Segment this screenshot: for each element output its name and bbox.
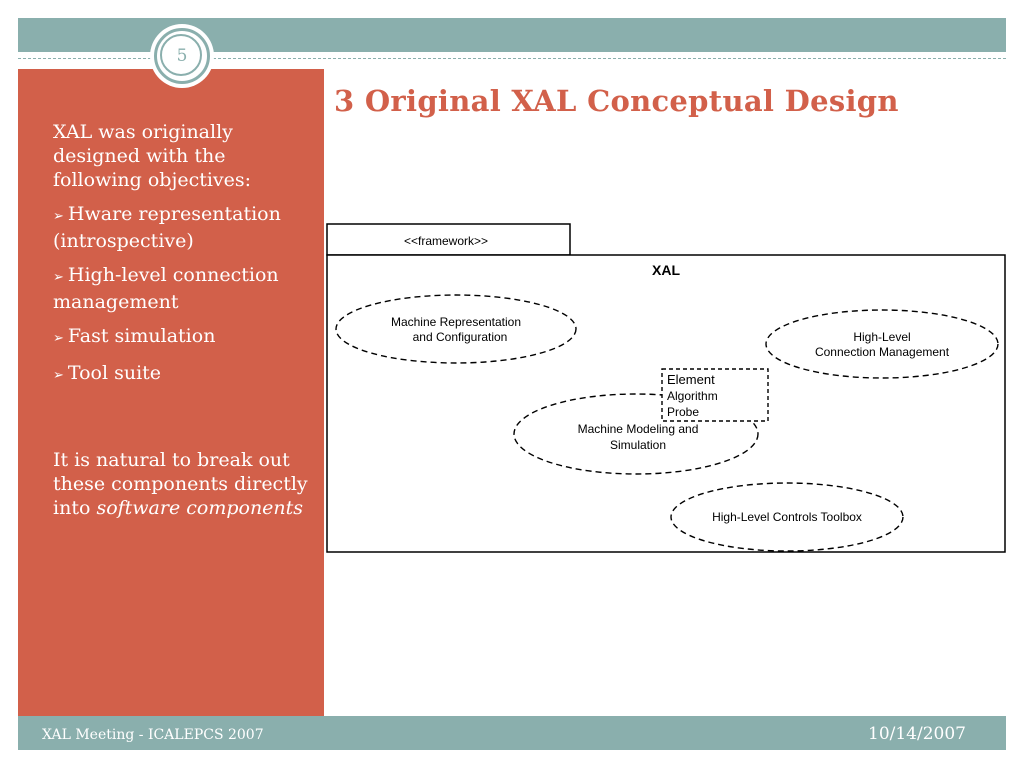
objective-item: ➢Fast simulation [53, 324, 315, 351]
machine-representation-component [335, 294, 577, 364]
objective-label: High-level connection management [53, 264, 279, 313]
framework-tab [326, 223, 571, 256]
sidebar-content: XAL was originally designed with the fol… [53, 120, 315, 520]
controls-toolbox-label: High-Level Controls Toolbox [712, 510, 862, 524]
objective-label: Hware representation (introspective) [53, 203, 281, 252]
element-box [661, 368, 769, 422]
slide-number-ring [160, 34, 202, 76]
element-box-item: Probe [667, 405, 699, 419]
objective-label: Fast simulation [67, 325, 216, 347]
top-dashed-divider [18, 58, 1006, 59]
controls-toolbox-component [670, 482, 904, 552]
element-box-title: Element [667, 372, 715, 387]
modeling-simulation-component [513, 393, 759, 475]
package-name: XAL [652, 262, 680, 278]
closing-emphasis: software components [96, 497, 304, 519]
arrow-bullet-icon: ➢ [53, 331, 64, 346]
arrow-bullet-icon: ➢ [53, 270, 64, 285]
objective-item: ➢Hware representation (introspective) [53, 202, 315, 253]
closing-text: It is natural to break out these compone… [53, 449, 308, 519]
machine-representation-label-2: and Configuration [413, 330, 508, 344]
connection-management-label-1: High-Level [853, 330, 910, 344]
machine-representation-label-1: Machine Representation [391, 315, 521, 329]
slide-number-badge: 5 [154, 28, 210, 84]
objective-item: ➢Tool suite [53, 361, 315, 388]
sidebar-intro: XAL was originally designed with the fol… [53, 121, 252, 191]
xal-package-diagram: <<framework>> XAL Machine Representation… [326, 223, 1006, 553]
slide-frame: 5 XAL was originally designed with the f… [18, 18, 1006, 750]
stereotype-label: <<framework>> [404, 234, 488, 248]
sidebar-closing: It is natural to break out these compone… [53, 448, 315, 520]
objective-item: ➢High-level connection management [53, 263, 315, 314]
modeling-simulation-label-1: Machine Modeling and [578, 422, 699, 436]
arrow-bullet-icon: ➢ [53, 209, 64, 224]
element-box-item: Algorithm [667, 389, 718, 403]
objective-label: Tool suite [67, 362, 162, 384]
modeling-simulation-label-2: Simulation [610, 438, 666, 452]
arrow-bullet-icon: ➢ [53, 368, 64, 383]
connection-management-component [765, 309, 999, 379]
footer-event: XAL Meeting - ICALEPCS 2007 [42, 727, 264, 743]
sidebar-panel [18, 69, 324, 716]
connection-management-label-2: Connection Management [815, 345, 950, 359]
footer-date: 10/14/2007 [868, 724, 966, 744]
slide-title: 3 Original XAL Conceptual Design [334, 84, 899, 118]
bottom-bar [18, 716, 1006, 750]
